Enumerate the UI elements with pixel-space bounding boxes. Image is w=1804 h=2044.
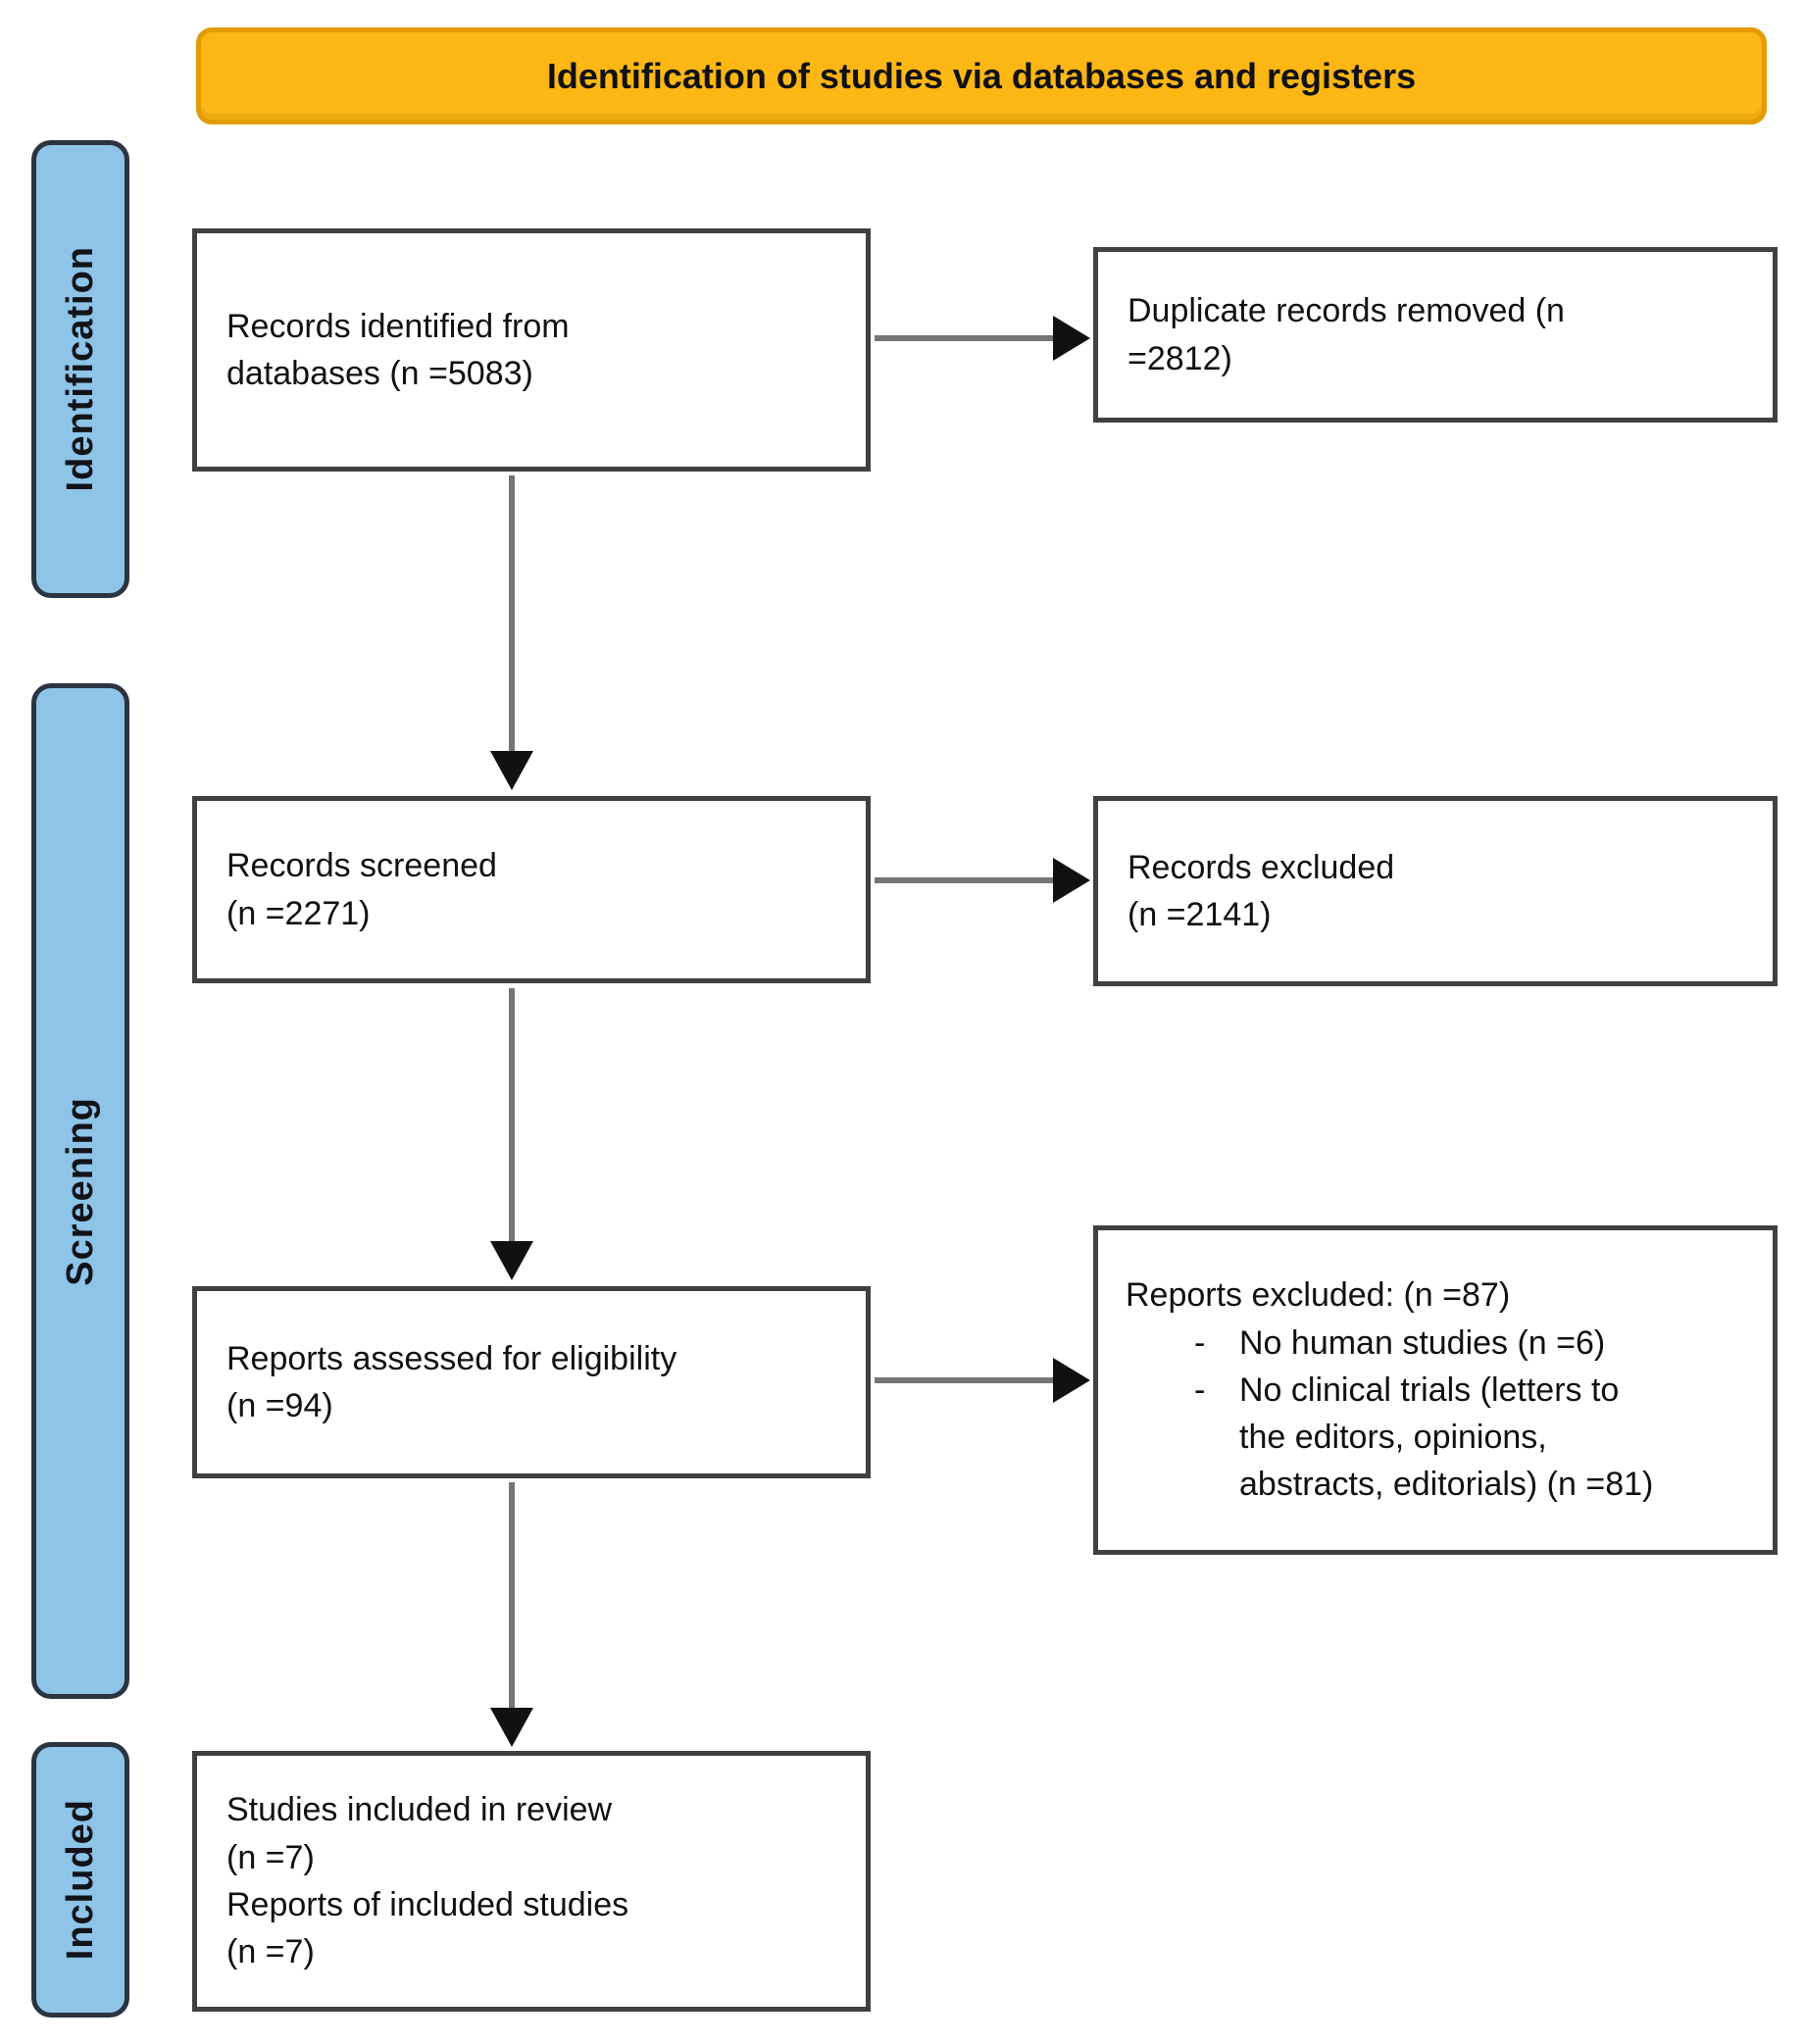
arrow-line — [875, 877, 1057, 883]
banner-title-label: Identification of studies via databases … — [546, 55, 1417, 96]
bullet-dash-icon: - — [1194, 1371, 1206, 1409]
node-reports-excluded: Reports excluded: (n =87) - No human stu… — [1093, 1225, 1778, 1555]
reports-excluded-bullet-1: - No human studies (n =6) — [1194, 1320, 1653, 1367]
bullet-dash-icon: - — [1194, 1323, 1206, 1362]
stage-label-included: Included — [59, 1799, 101, 1961]
stage-bar-identification: Identification — [31, 140, 129, 598]
arrow-line — [875, 1377, 1057, 1383]
arrow-line — [509, 1482, 515, 1710]
reports-excluded-bullet-1-text: No human studies (n =6) — [1239, 1323, 1606, 1362]
node-records-identified: Records identified from databases (n =50… — [192, 228, 871, 472]
node-records-excluded: Records excluded (n =2141) — [1093, 796, 1778, 986]
arrowhead-down-icon — [490, 1241, 533, 1280]
node-records-screened-text: Records screened (n =2271) — [226, 847, 497, 932]
stage-bar-screening: Screening — [31, 683, 129, 1699]
stage-bar-included: Included — [31, 1742, 129, 2018]
reports-excluded-bullet-2-text: No clinical trials (letters to the edito… — [1239, 1371, 1654, 1504]
node-reports-assessed-text: Reports assessed for eligibility (n =94) — [226, 1339, 677, 1424]
node-reports-excluded-title: Reports excluded: (n =87) — [1126, 1276, 1511, 1315]
arrow-line — [509, 988, 515, 1245]
node-records-excluded-text: Records excluded (n =2141) — [1128, 848, 1395, 933]
arrowhead-down-icon — [490, 1708, 533, 1747]
node-studies-included: Studies included in review (n =7) Report… — [192, 1751, 871, 2012]
node-duplicates-removed-text: Duplicate records removed (n =2812) — [1128, 292, 1565, 377]
node-studies-included-text: Studies included in review (n =7) Report… — [226, 1791, 629, 1971]
node-reports-excluded-content: Reports excluded: (n =87) - No human stu… — [1098, 1271, 1667, 1508]
node-records-identified-text: Records identified from databases (n =50… — [226, 307, 570, 392]
arrowhead-right-icon — [1053, 316, 1090, 361]
banner-title: Identification of studies via databases … — [196, 27, 1767, 125]
arrowhead-down-icon — [490, 751, 533, 790]
node-reports-assessed: Reports assessed for eligibility (n =94) — [192, 1286, 871, 1478]
arrow-line — [875, 335, 1057, 341]
node-records-screened: Records screened (n =2271) — [192, 796, 871, 983]
arrowhead-right-icon — [1053, 858, 1090, 903]
stage-label-screening: Screening — [59, 1096, 101, 1286]
reports-excluded-bullet-2: - No clinical trials (letters to the edi… — [1194, 1367, 1653, 1509]
stage-label-identification: Identification — [59, 246, 101, 492]
arrowhead-right-icon — [1053, 1358, 1090, 1403]
arrow-line — [509, 475, 515, 754]
node-duplicates-removed: Duplicate records removed (n =2812) — [1093, 247, 1778, 423]
